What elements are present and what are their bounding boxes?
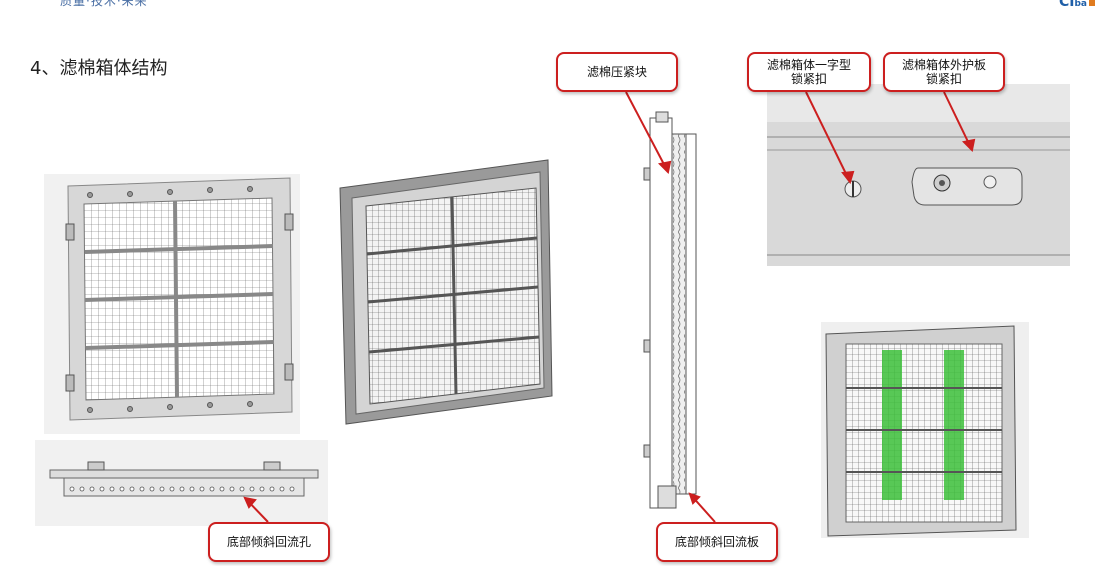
filter-box-assembled-view [825,325,1017,537]
company-logo: CIba [1059,0,1095,10]
callout-outer-lock: 滤棉箱体外护板 锁紧扣 [883,52,1005,92]
callout-bottom-hole: 底部倾斜回流孔 [208,522,330,562]
callout-leaders [243,91,976,523]
filter-box-side-section [643,111,697,509]
logo-accent-icon [1089,0,1095,6]
callout-line-lock: 滤棉箱体一字型 锁紧扣 [747,52,871,92]
filter-box-angled-view [339,159,553,425]
logo-text: CI [1059,0,1075,10]
callout-outer-lock-line1: 滤棉箱体外护板 [901,58,986,72]
callout-line-lock-line2: 锁紧扣 [790,72,827,86]
logo-sub: ba [1074,0,1087,9]
callout-bottom-plate: 底部倾斜回流板 [656,522,778,562]
callout-outer-lock-line2: 锁紧扣 [925,72,962,86]
section-title: 4、滤棉箱体结构 [30,58,168,79]
frame-bottom-view [49,461,319,497]
header-tagline: 质量·技术·未来 [60,0,148,8]
filter-frame-front-view [65,177,294,421]
callout-press-block: 滤棉压紧块 [556,52,678,92]
callout-line-lock-line1: 滤棉箱体一字型 [766,58,851,72]
